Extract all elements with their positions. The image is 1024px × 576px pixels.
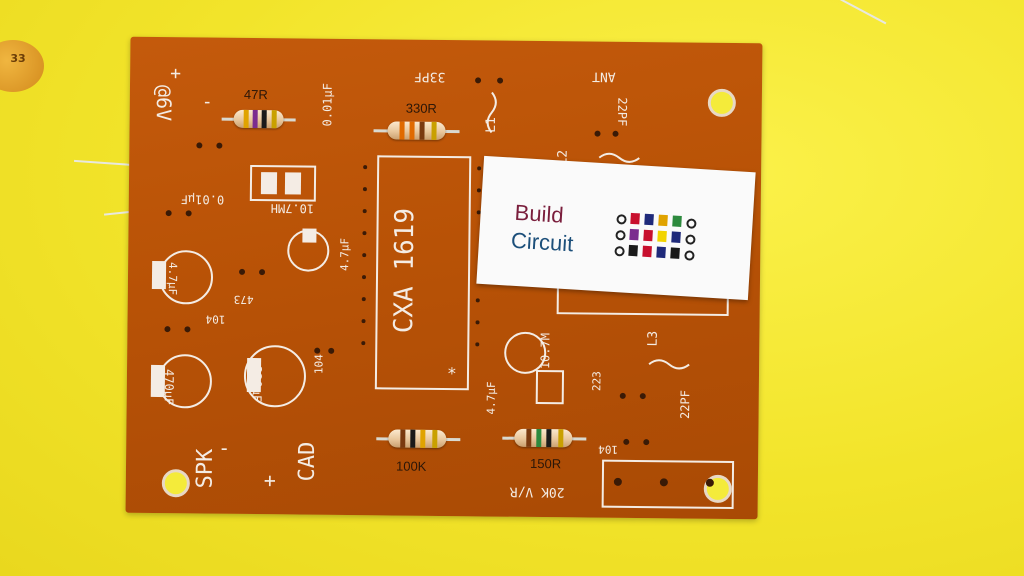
logo-grid-cell [630, 212, 640, 225]
build-circuit-logo: Build Circuit [476, 155, 756, 301]
stray-lead-top-right [823, 0, 887, 25]
logo-grid-cell [628, 244, 638, 257]
resistor-100k [388, 429, 447, 449]
resistor-47r [233, 109, 284, 129]
logo-grid-cell [642, 245, 652, 258]
stray-lead-left-1 [74, 159, 134, 167]
logo-grid-cell [644, 213, 654, 226]
logo-grid-cell [643, 229, 653, 242]
resistor-47r-label: 47R [243, 86, 268, 103]
resistor-330r-label: 330R [405, 100, 437, 116]
logo-grid-pin [616, 214, 627, 225]
logo-grid-cell [658, 214, 668, 227]
resistor-150r [514, 428, 573, 448]
resistor-100k-label: 100K [395, 458, 427, 474]
resistor-150r-label: 150R [529, 455, 562, 472]
logo-grid-pin [686, 218, 697, 229]
logo-grid-pin [614, 245, 625, 257]
ceramic-capacitor [0, 40, 44, 92]
logo-circuit-text: Circuit [510, 227, 575, 257]
logo-grid-icon [614, 206, 702, 271]
logo-grid-cell [670, 247, 680, 259]
logo-grid-pin [684, 250, 695, 261]
logo-grid-cell [671, 231, 681, 243]
resistor-330r [387, 121, 446, 141]
logo-grid-cell [629, 228, 639, 241]
logo-grid-pin [615, 229, 626, 241]
logo-grid-cell [657, 230, 667, 243]
logo-grid-pin [685, 234, 696, 245]
logo-grid-cell [672, 215, 682, 227]
logo-build-text: Build [514, 199, 565, 228]
logo-grid-cell [656, 246, 666, 259]
ceramic-capacitor-label: 33 [10, 52, 26, 65]
